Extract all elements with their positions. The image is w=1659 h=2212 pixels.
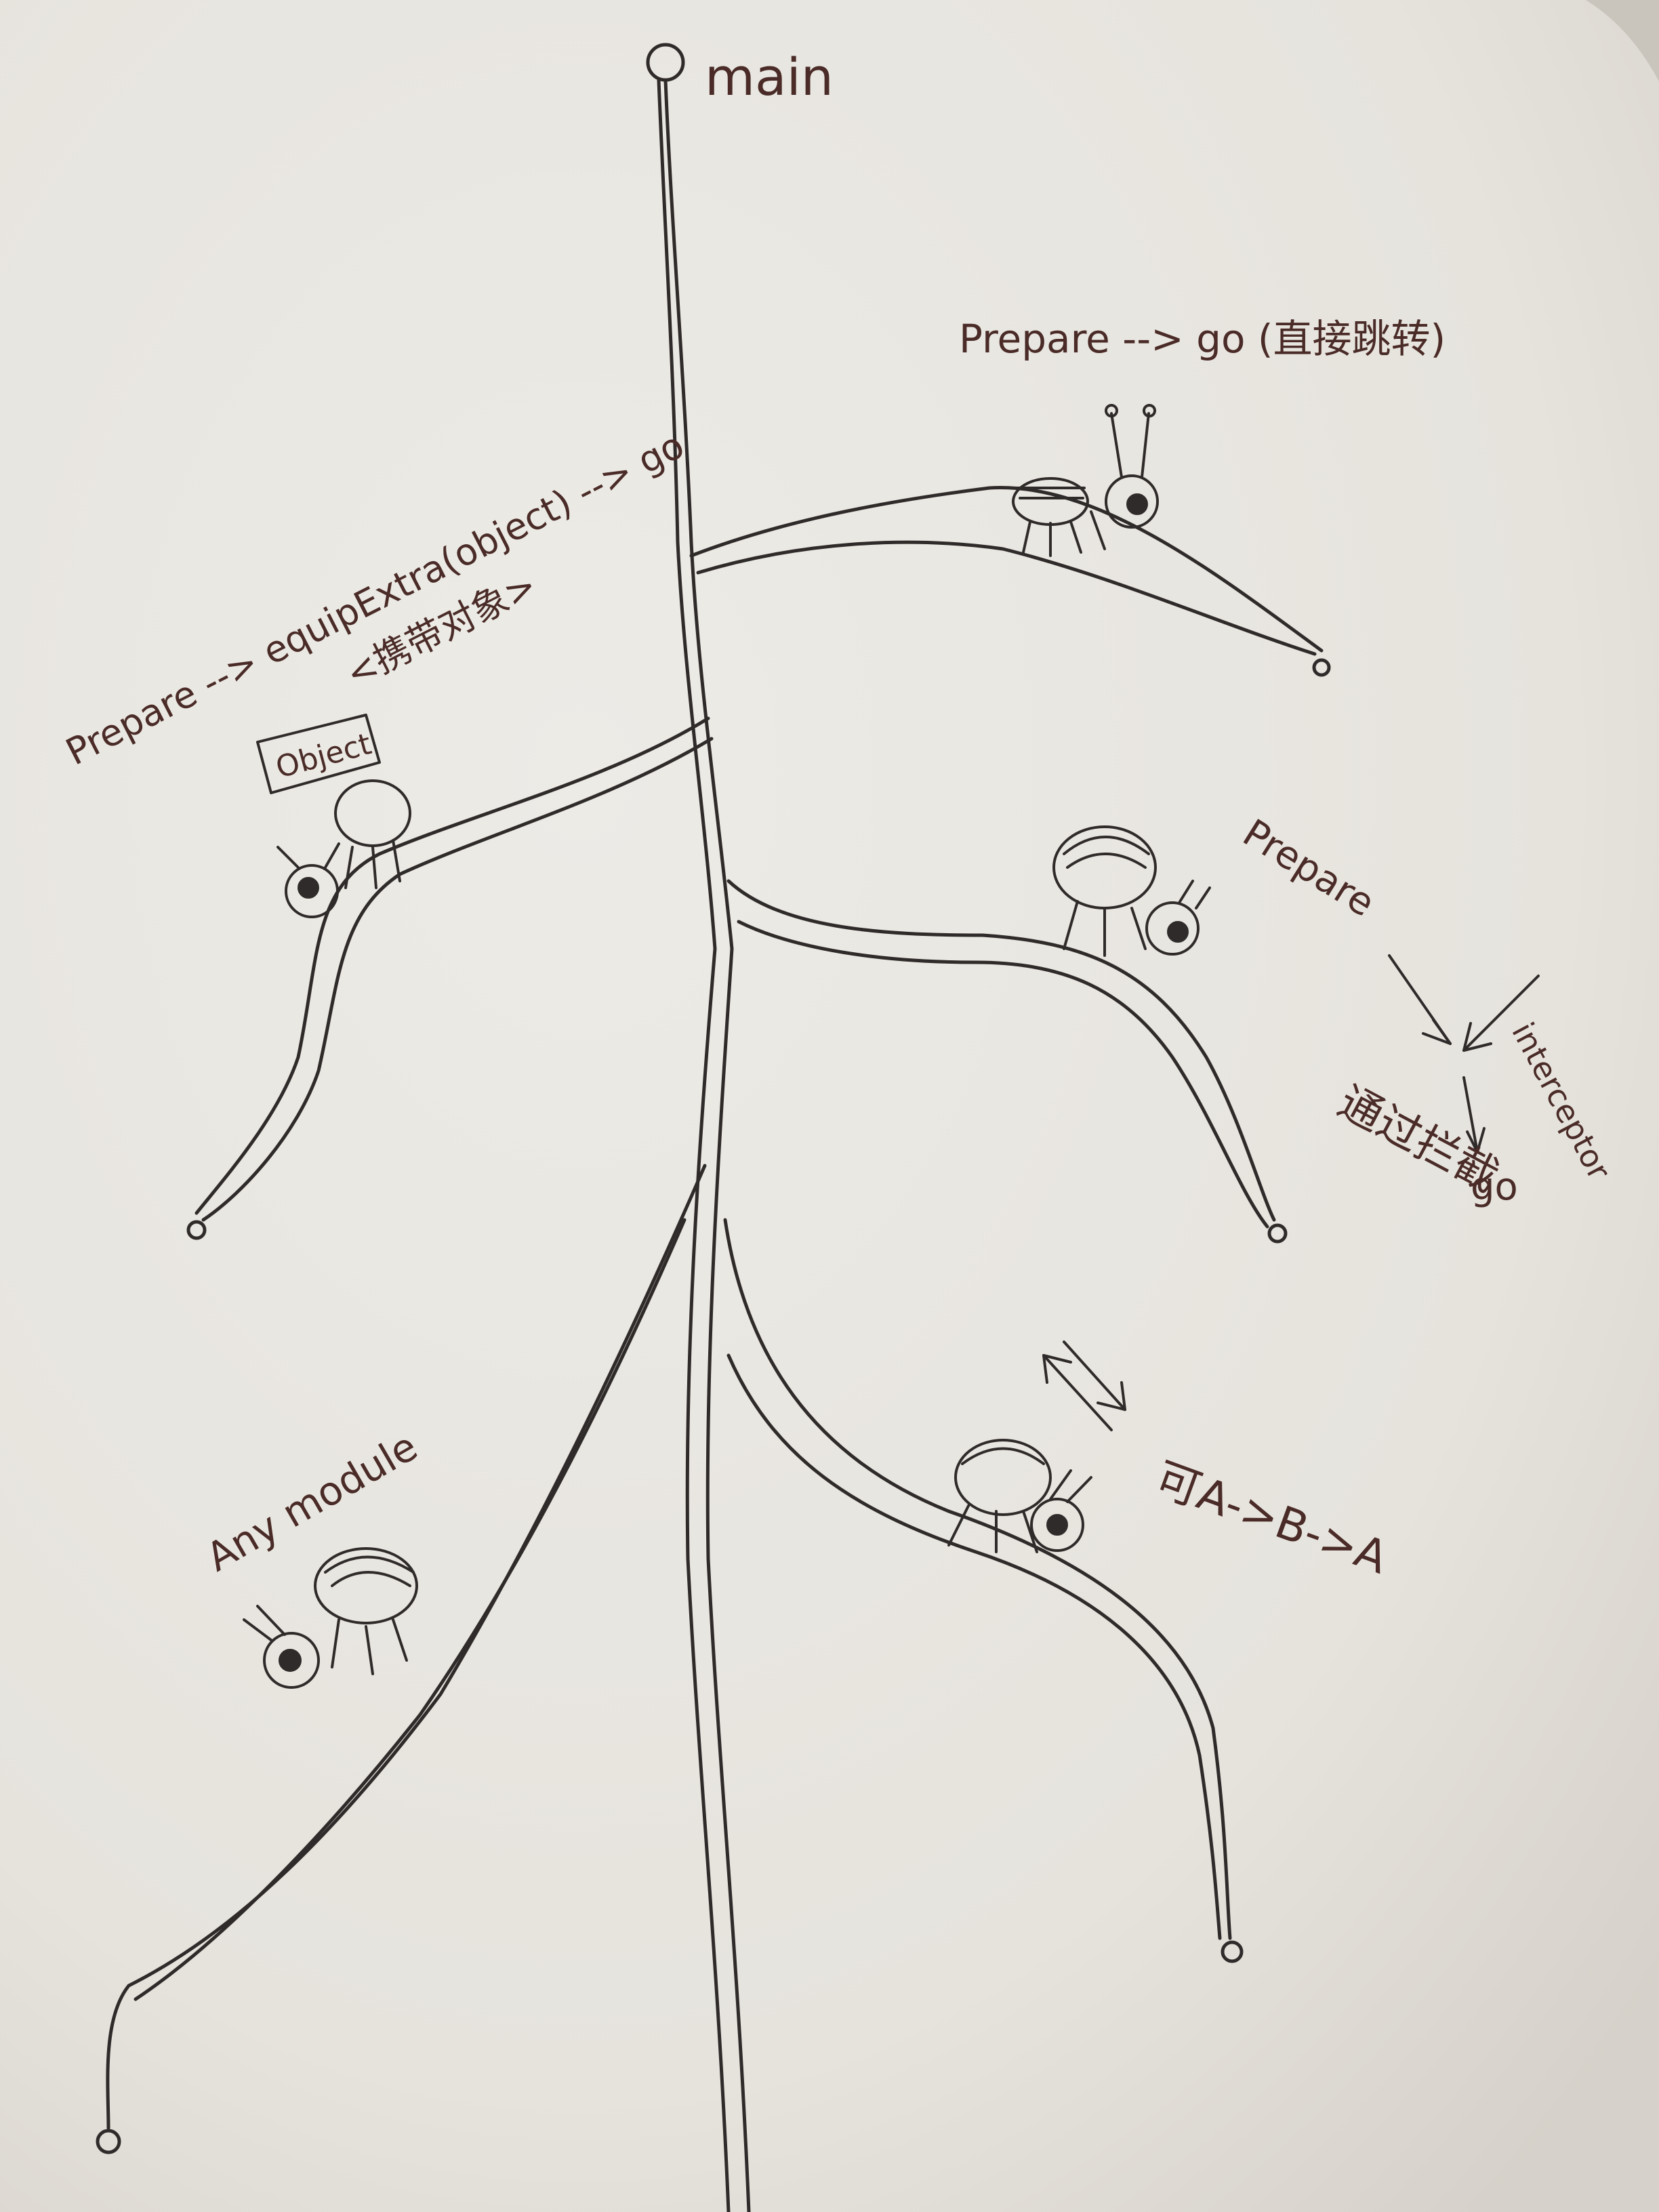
branch-left-1 — [186, 716, 714, 1240]
arrows — [1042, 954, 1540, 1431]
branch-left-2-end — [96, 2129, 121, 2154]
branch-right-3 — [723, 1218, 1244, 1963]
branch-right-2-upper — [726, 879, 1276, 1222]
root-label: main — [705, 47, 834, 107]
trunk-left-edge — [657, 78, 731, 2212]
paper-corner — [1586, 0, 1659, 81]
branch-right-3-end — [1221, 1940, 1244, 1963]
branch-right-1 — [689, 486, 1331, 677]
arrow-icon — [1042, 1354, 1113, 1431]
branch-left-2-upper — [106, 1164, 707, 2130]
branch-left-2-lower — [134, 1218, 687, 2001]
branch-right-1-end — [1312, 658, 1331, 677]
branch-right-1-upper — [689, 486, 1324, 653]
branch-left-1-lower — [201, 737, 714, 1222]
branch-right-2-go-label: go — [1471, 1165, 1518, 1209]
ant-icon — [947, 1439, 1092, 1553]
branch-left-1-end — [186, 1220, 207, 1240]
ant-icon — [1052, 825, 1211, 957]
branch-left-1-upper — [194, 716, 710, 1215]
branch-right-2-end — [1267, 1223, 1288, 1244]
trunk-right-edge — [663, 78, 751, 2212]
object-box — [256, 714, 381, 794]
trunk — [646, 43, 751, 2212]
arrow-icon — [1462, 975, 1540, 1052]
ant-carrying-object-icon — [256, 714, 411, 918]
branch-left-2 — [96, 1164, 707, 2154]
branch-right-3-upper — [723, 1218, 1232, 1940]
ant-icon — [243, 1547, 418, 1689]
branch-right-3-lower — [726, 1353, 1222, 1940]
branch-right-2-lower — [737, 920, 1269, 1229]
branch-right-1-label: Prepare --> go (直接跳转) — [959, 316, 1446, 362]
arrow-icon — [1462, 1076, 1479, 1153]
ant-icon — [1012, 404, 1159, 557]
branch-right-2 — [726, 879, 1288, 1244]
branch-right-1-lower — [696, 540, 1317, 656]
